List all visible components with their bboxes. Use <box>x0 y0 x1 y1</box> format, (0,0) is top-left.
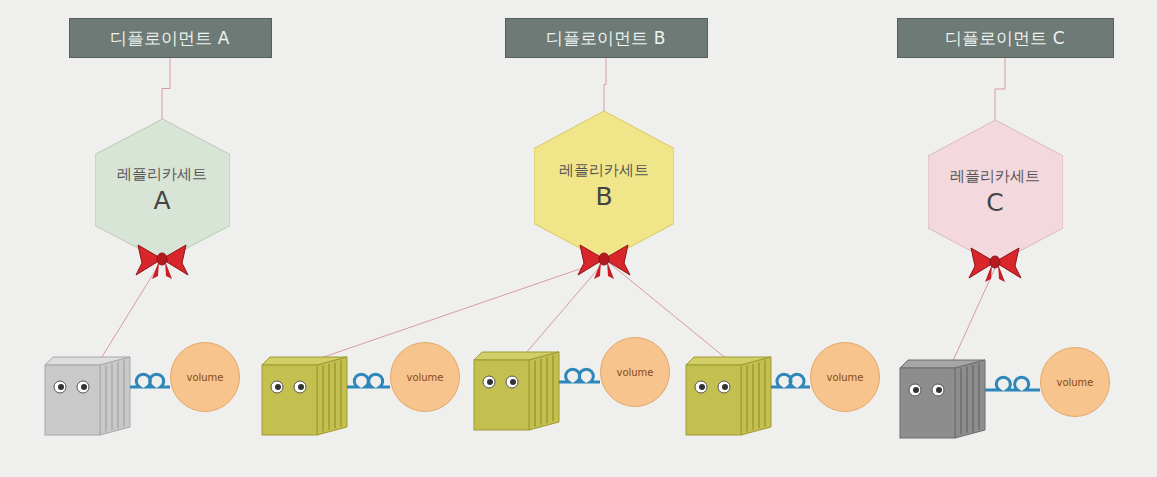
letter-label: B <box>595 182 612 211</box>
volume-circle: volume <box>390 342 460 412</box>
owner-line <box>995 58 1005 120</box>
kind-label: 레플리카세트 <box>559 161 649 180</box>
node-label: 디플로이먼트 C <box>945 27 1064 50</box>
volume-circle: volume <box>170 342 240 412</box>
node-label: 디플로이먼트 B <box>546 27 665 50</box>
volume-circle: volume <box>810 342 880 412</box>
container-box <box>686 357 810 435</box>
volume-circle: volume <box>600 337 670 407</box>
node-label: volume <box>826 372 863 383</box>
kind-label: 레플리카세트 <box>117 165 207 184</box>
replicaset-hexagon: 레플리카세트 A <box>95 119 230 261</box>
volume-circle: volume <box>1040 347 1110 417</box>
node-label: volume <box>406 372 443 383</box>
container-box <box>45 357 170 435</box>
node-label: volume <box>186 372 223 383</box>
letter-label: A <box>153 186 170 215</box>
letter-label: C <box>986 188 1003 217</box>
container-box <box>900 360 1040 438</box>
deployment-label: 디플로이먼트 B <box>505 18 708 58</box>
container-box <box>262 357 390 435</box>
node-label: volume <box>616 367 653 378</box>
owner-line <box>162 58 170 119</box>
node-label: volume <box>1056 377 1093 388</box>
container-box <box>474 352 600 430</box>
deployment-label: 디플로이먼트 A <box>69 18 272 58</box>
replicaset-hexagon: 레플리카세트 C <box>928 120 1063 264</box>
deployment-label: 디플로이먼트 C <box>897 18 1114 58</box>
kind-label: 레플리카세트 <box>950 167 1040 186</box>
node-label: 디플로이먼트 A <box>110 27 229 50</box>
replicaset-hexagon: 레플리카세트 B <box>534 111 674 261</box>
owner-line <box>604 58 606 111</box>
